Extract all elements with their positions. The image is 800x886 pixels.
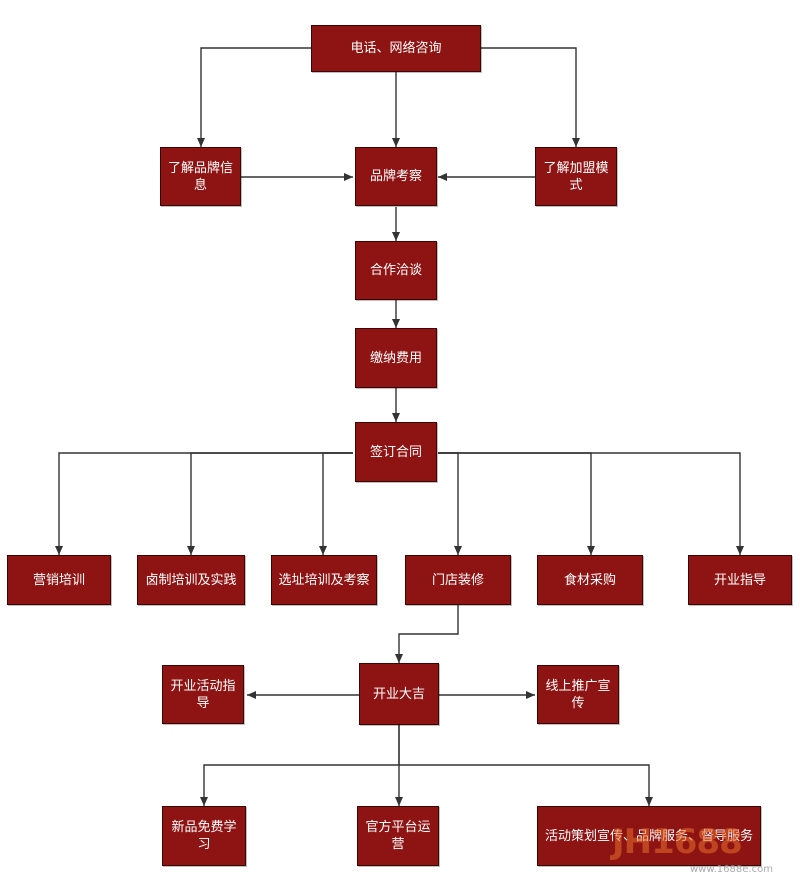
node-consult: 电话、网络咨询	[311, 25, 481, 72]
node-opening-guide: 开业指导	[688, 555, 792, 605]
edge-consult-join-mode	[481, 47, 580, 147]
node-inspect: 品牌考察	[355, 147, 437, 206]
edge-contract-site	[319, 452, 353, 555]
edge-contract-braise	[187, 452, 353, 555]
node-brand-info: 了解品牌信息	[160, 147, 241, 206]
edge-open-new-product	[200, 725, 400, 806]
watermark-logo: JH1688	[612, 822, 743, 862]
node-braise: 卤制培训及实践	[137, 555, 245, 605]
node-purchase: 食材采购	[537, 555, 643, 605]
node-open: 开业大吉	[359, 663, 439, 725]
node-negotiate: 合作洽谈	[355, 241, 437, 300]
watermark-url: www.1688e.com	[690, 864, 773, 875]
node-marketing: 营销培训	[7, 555, 111, 605]
node-join-mode: 了解加盟模式	[535, 147, 617, 206]
edge-contract-opening-guide	[438, 452, 744, 555]
node-contract: 签订合同	[355, 422, 437, 482]
node-new-product: 新品免费学习	[162, 806, 246, 866]
edge-contract-decorate	[438, 452, 462, 555]
node-activity-guide: 开业活动指导	[162, 665, 244, 724]
node-decorate: 门店装修	[405, 555, 511, 605]
edge-decorate-open	[395, 605, 459, 663]
edge-consult-brand-info	[197, 47, 311, 147]
node-site: 选址培训及考察	[271, 555, 377, 605]
node-platform: 官方平台运营	[357, 806, 439, 866]
edge-contract-purchase	[438, 452, 595, 555]
node-services: 活动策划宣传、品牌服务、督导服务	[537, 806, 761, 866]
node-pay: 缴纳费用	[355, 328, 437, 388]
edge-contract-marketing	[55, 452, 353, 555]
node-online: 线上推广宣传	[537, 665, 619, 724]
edge-open-services	[399, 764, 653, 806]
